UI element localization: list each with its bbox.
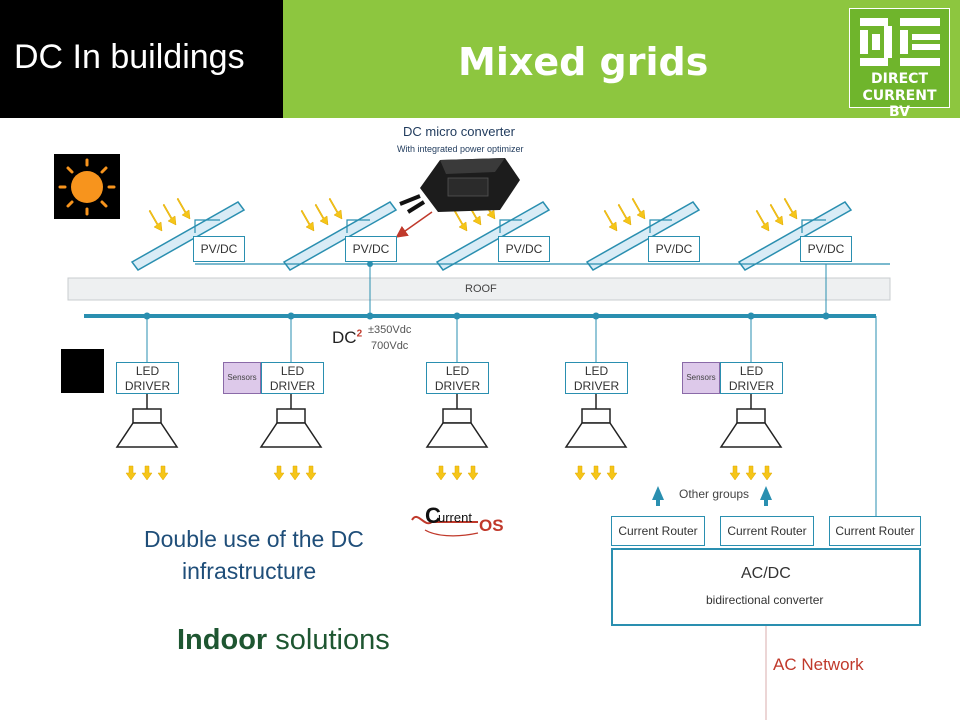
led-driver-box: LED DRIVER — [720, 362, 783, 394]
company-logo: DIRECT CURRENT BV — [849, 8, 950, 120]
pv-drop-line — [369, 264, 827, 316]
solar-panel — [130, 201, 853, 271]
driver-line1: LED — [739, 364, 764, 378]
pv-dc-box: PV/DC — [800, 236, 852, 262]
pv-dc-box: PV/DC — [345, 236, 397, 262]
logo-text-direct: DIRECT — [871, 71, 928, 87]
converter-subtitle: With integrated power optimizer — [397, 144, 524, 154]
acdc-title: AC/DC — [741, 565, 791, 582]
current-os-logo — [411, 515, 479, 537]
driver-line2: DRIVER — [728, 379, 775, 393]
indoor-bold: Indoor — [177, 624, 268, 656]
driver-line1: LED — [584, 364, 609, 378]
led-driver-box: LED DRIVER — [261, 362, 324, 394]
driver-line1: LED — [135, 364, 160, 378]
led-driver-box: LED DRIVER — [565, 362, 628, 394]
dc-squared-label: DC2 — [332, 328, 362, 348]
pv-dc-box: PV/DC — [648, 236, 700, 262]
roof-label: ROOF — [465, 283, 497, 295]
indoor-solutions-label: Indoor solutions — [177, 624, 390, 657]
voltage-line1: ±350Vdc — [368, 324, 412, 336]
converter-title: DC micro converter — [403, 124, 515, 139]
current-router-box: Current Router — [829, 516, 921, 546]
current-router-box: Current Router — [611, 516, 705, 546]
driver-line2: DRIVER — [269, 379, 316, 393]
sun-icon — [54, 154, 120, 219]
dc-label: DC — [332, 328, 357, 347]
driver-line2: DRIVER — [573, 379, 620, 393]
double-use-line2: infrastructure — [182, 558, 317, 584]
led-driver-box: LED DRIVER — [116, 362, 179, 394]
panel-connector — [194, 219, 826, 233]
slide-title: Mixed grids — [458, 40, 709, 84]
current-router-box: Current Router — [720, 516, 814, 546]
dc-logo-glyph — [860, 18, 940, 66]
other-groups-label: Other groups — [679, 487, 750, 501]
roof-band — [67, 277, 891, 301]
acdc-converter-box — [611, 548, 921, 626]
pv-dc-box: PV/DC — [193, 236, 245, 262]
driver-line1: LED — [280, 364, 305, 378]
sensors-box: Sensors — [223, 362, 261, 394]
current-os-os: OS — [479, 516, 504, 535]
pointer-arrow — [395, 211, 433, 238]
driver-line2: DRIVER — [434, 379, 481, 393]
acdc-subtitle: bidirectional converter — [706, 593, 824, 607]
driver-drop-line — [146, 316, 877, 516]
current-os-c: C — [425, 503, 441, 528]
header-right-panel: Mixed grids — [283, 0, 960, 118]
light-arrow — [125, 465, 773, 481]
section-title: DC In buildings — [14, 38, 245, 76]
ac-network-label: AC Network — [773, 655, 864, 674]
moon-icon — [61, 349, 104, 393]
ceiling-lamp-icon — [115, 394, 783, 448]
dc-superscript: 2 — [356, 328, 363, 340]
sunlight-arrow — [148, 197, 798, 232]
double-use-line1: Double use of the DC — [144, 526, 364, 552]
indoor-rest: solutions — [267, 624, 390, 656]
current-os-urrent: urrent — [438, 510, 472, 525]
sensors-box: Sensors — [682, 362, 720, 394]
logo-text-current-bv: CURRENT BV — [862, 88, 937, 120]
driver-line1: LED — [445, 364, 470, 378]
led-driver-box: LED DRIVER — [426, 362, 489, 394]
voltage-line2: 700Vdc — [371, 340, 409, 352]
other-groups-arrow — [652, 486, 772, 506]
pv-dc-box: PV/DC — [498, 236, 550, 262]
driver-line2: DRIVER — [124, 379, 171, 393]
header-left-panel: DC In buildings — [0, 0, 283, 118]
micro-converter-device — [399, 158, 520, 214]
